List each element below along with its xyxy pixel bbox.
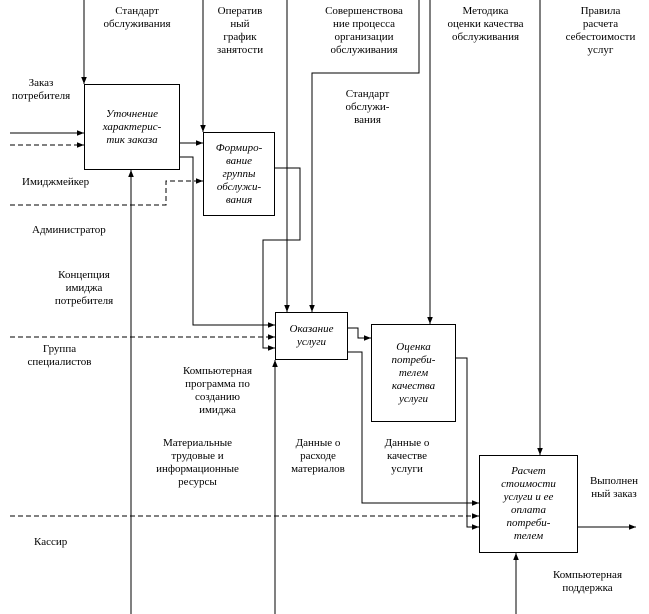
box-clarify-order: Уточнение характерис- тик заказа bbox=[84, 84, 180, 170]
box-form-group: Формиро- вание группы обслужи- вания bbox=[203, 132, 275, 216]
box-provide-service-label: Оказание услуги bbox=[289, 323, 334, 348]
box-evaluate-quality: Оценка потреби- телем качества услуги bbox=[371, 324, 456, 422]
label-quality-method: Методика оценки качества обслуживания bbox=[447, 5, 524, 43]
label-process-improvement: Совершенствова ние процесса организации … bbox=[325, 5, 403, 56]
arrow-image-maker-2 bbox=[10, 178, 203, 206]
box-evaluate-quality-label: Оценка потреби- телем качества услуги bbox=[391, 340, 436, 405]
label-resources: Материальные трудовые и информационные р… bbox=[156, 437, 239, 488]
arrow-provide-feedback bbox=[348, 351, 479, 506]
label-materials-data: Данные о расходе материалов bbox=[291, 437, 345, 475]
arrow-clarify-to-provide bbox=[180, 156, 275, 328]
label-cost-rules: Правила расчета себестоимости услуг bbox=[565, 5, 636, 56]
label-completed-order: Выполнен ный заказ bbox=[589, 475, 639, 500]
label-customer-order: Заказ потребителя bbox=[11, 77, 71, 102]
label-service-standard-mid: Стандарт обслужи- вания bbox=[345, 88, 390, 126]
arrow-provide-to-evaluate bbox=[348, 327, 371, 341]
box-calculate-cost-label: Расчет стоимости услуги и ее оплата потр… bbox=[501, 465, 556, 542]
arrow-evaluate-to-calc bbox=[456, 357, 479, 530]
box-clarify-order-label: Уточнение характерис- тик заказа bbox=[102, 107, 162, 146]
arrow-service-standard-mid bbox=[309, 0, 420, 312]
label-operative-schedule: Оператив ный график занятости bbox=[216, 5, 264, 56]
label-computer-support: Компьютерная поддержка bbox=[552, 569, 623, 594]
label-service-standard-top: Стандарт обслуживания bbox=[103, 5, 171, 30]
label-cashier: Кассир bbox=[34, 536, 68, 548]
box-calculate-cost: Расчет стоимости услуги и ее оплата потр… bbox=[479, 455, 578, 553]
label-administrator: Администратор bbox=[32, 224, 106, 236]
box-form-group-label: Формиро- вание группы обслужи- вания bbox=[215, 141, 263, 206]
label-image-maker: Имиджмейкер bbox=[22, 176, 90, 188]
box-provide-service: Оказание услуги bbox=[275, 312, 348, 360]
label-specialists-group: Группа специалистов bbox=[27, 343, 92, 368]
arrow-form-to-provide bbox=[262, 167, 301, 351]
label-software: Компьютерная программа по созданию имидж… bbox=[182, 365, 253, 416]
label-image-concept: Концепция имиджа потребителя bbox=[54, 269, 114, 307]
label-quality-data: Данные о качестве услуги bbox=[384, 437, 430, 475]
